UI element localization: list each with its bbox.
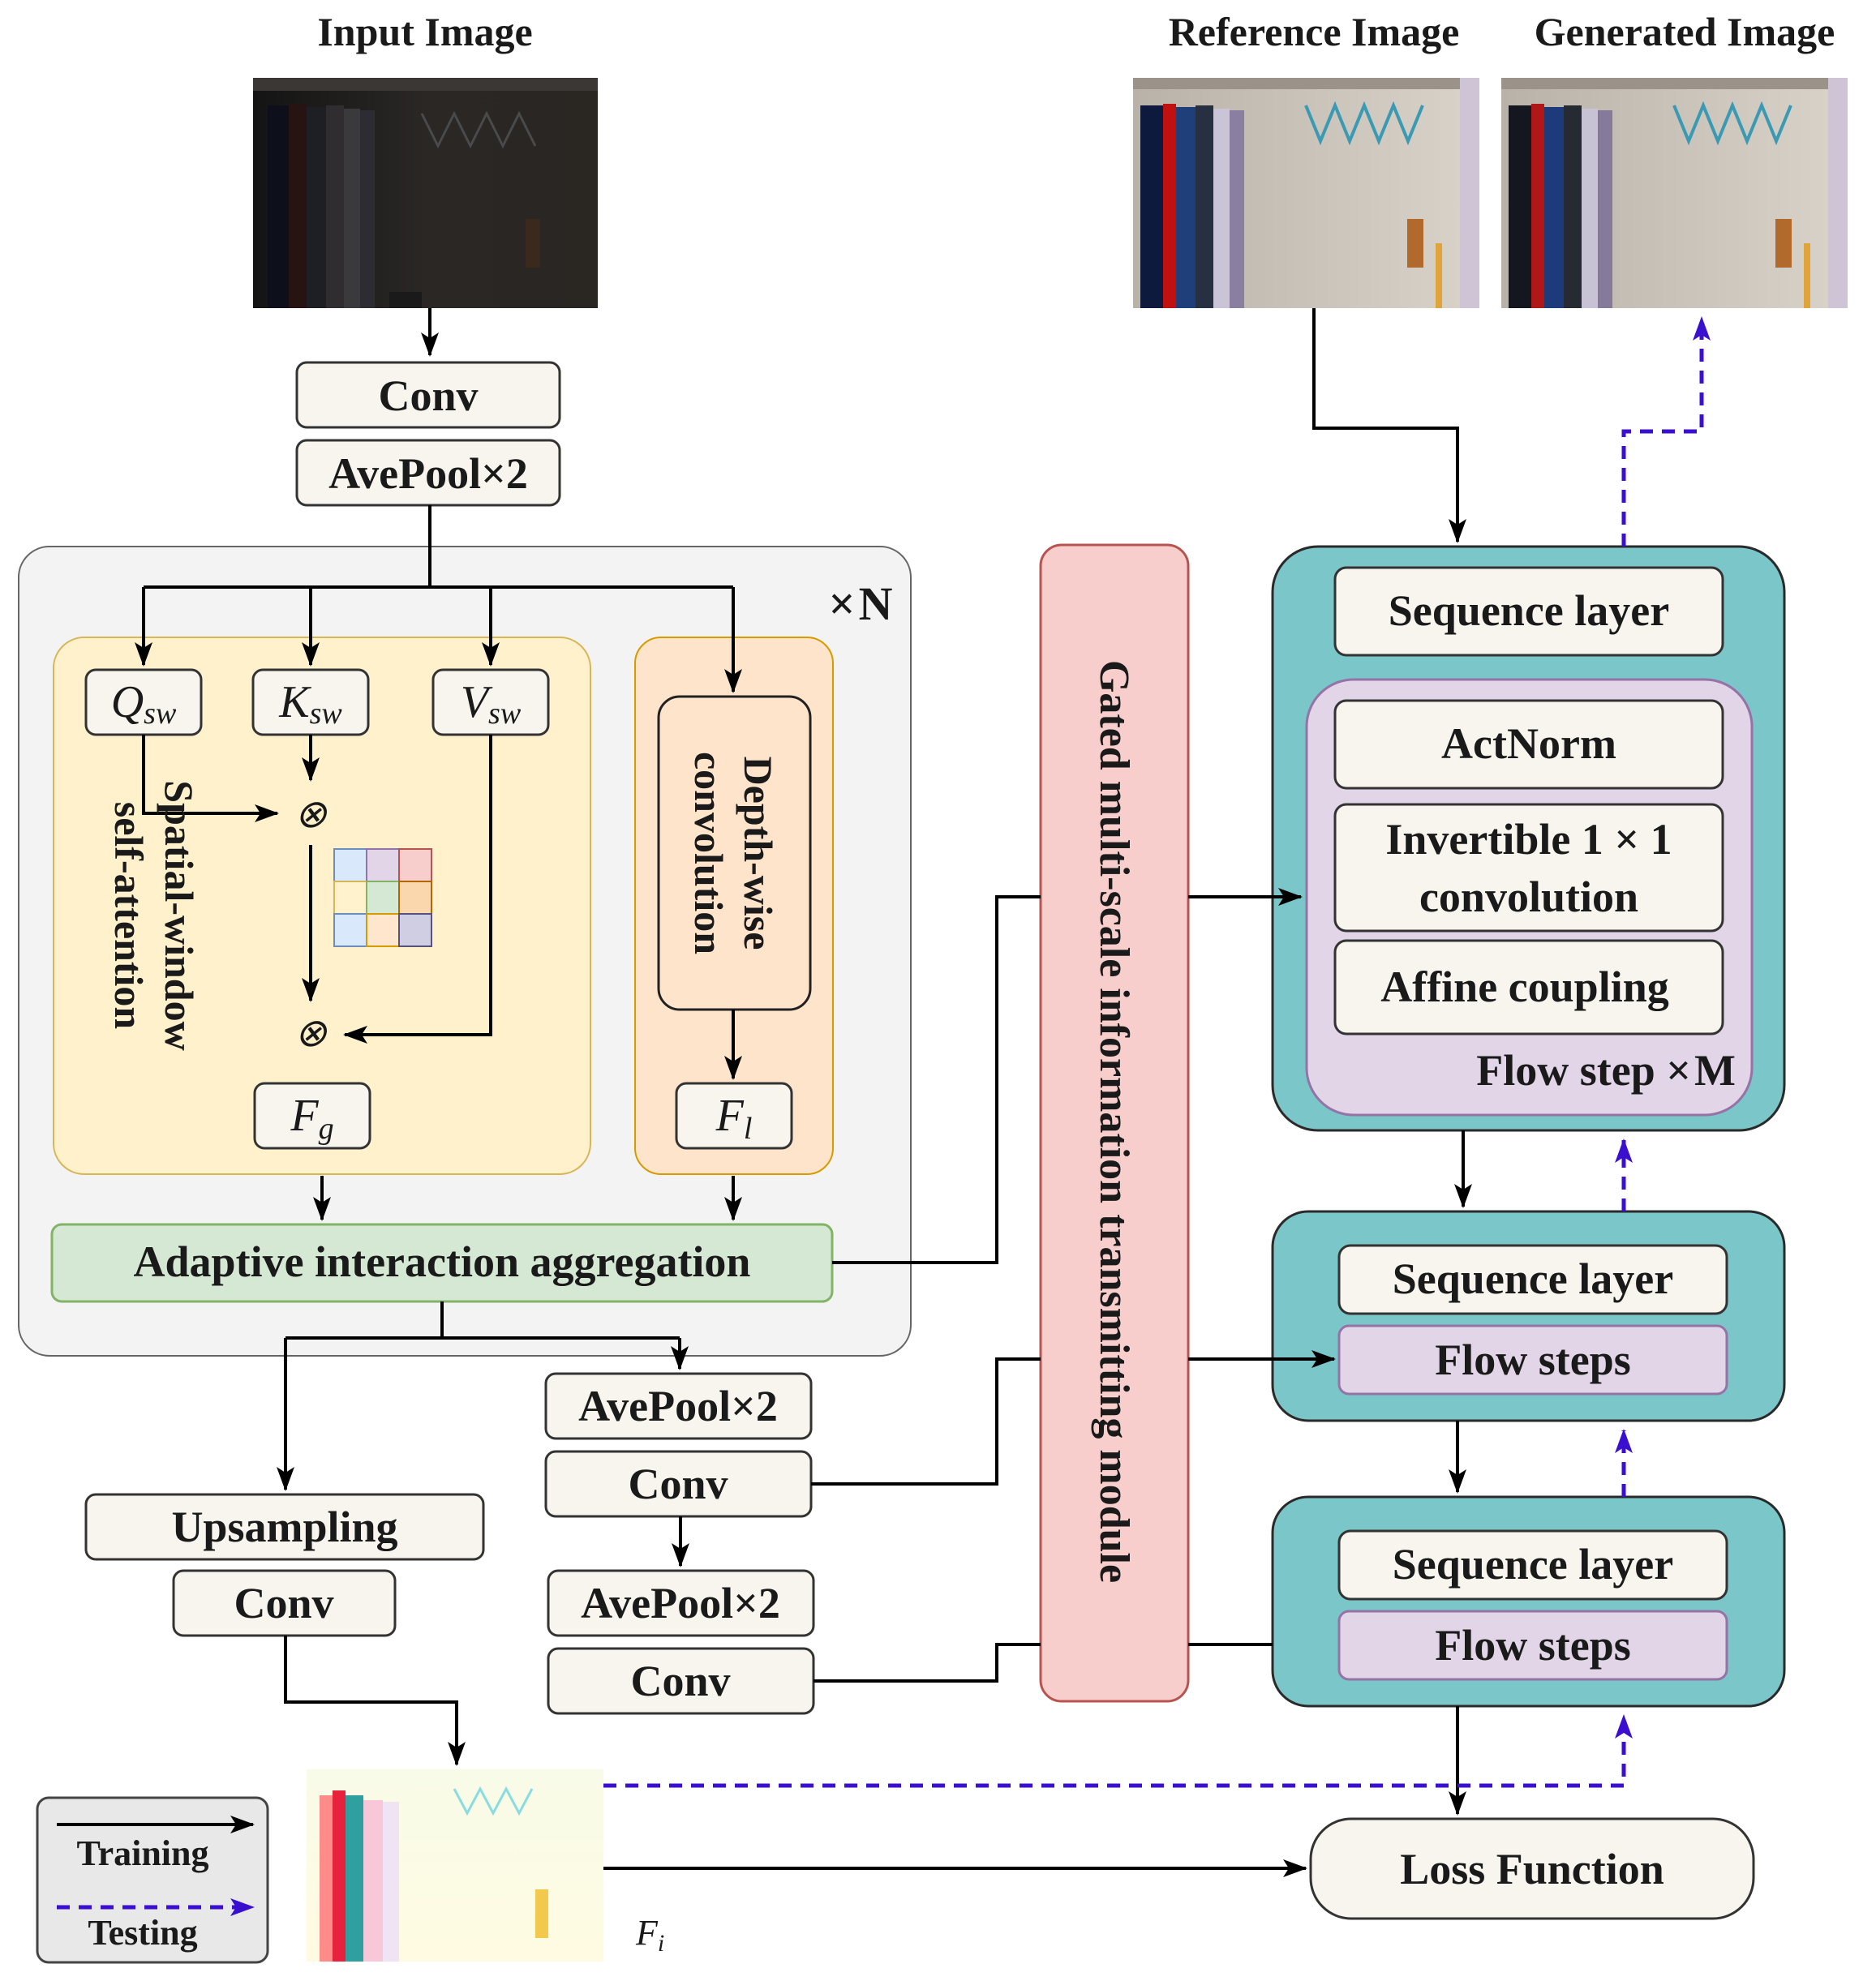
conv-label-bottom: Conv [234, 1579, 333, 1627]
arrow-to-upsampling [285, 1336, 680, 1490]
times-n-label: ×N [829, 577, 893, 630]
q-label: Qsw [111, 677, 177, 731]
spatial-window-attention-panel [53, 637, 591, 1175]
fi-image [307, 1769, 603, 1962]
line-adaptive-to-gated [832, 895, 1041, 1264]
avepool-box-mid-2 [547, 1569, 815, 1637]
v-label: Vsw [461, 677, 522, 731]
fl-label: Fl [715, 1091, 753, 1146]
arrow-conv-bottom-to-fi [284, 1636, 466, 1766]
invertible-conv-label-2: convolution [1419, 873, 1638, 921]
fg-label: Fg [290, 1091, 333, 1146]
loss-function-label: Loss Function [1400, 1845, 1664, 1893]
test-arrow-fi-to-flow3 [603, 1714, 1633, 1788]
input-image-title: Input Image [317, 9, 532, 54]
actnorm-label: ActNorm [1441, 719, 1616, 768]
actnorm-box [1333, 699, 1724, 790]
multiply-symbol-1: ⊗ [294, 793, 328, 836]
k-label: Ksw [278, 677, 342, 731]
affine-coupling-box [1333, 939, 1724, 1036]
line-conv-mid2-to-gated [814, 1643, 1041, 1683]
generated-image [1501, 78, 1848, 308]
loss-function-box [1309, 1817, 1755, 1920]
flow-steps-label-2: Flow steps [1435, 1621, 1631, 1670]
legend-testing-label: Testing [88, 1913, 197, 1953]
multiply-symbol-2: ⊗ [294, 1012, 328, 1055]
fi-label: Fi [635, 1913, 664, 1957]
conv-label-mid-1: Conv [628, 1460, 728, 1508]
conv-label-top: Conv [378, 371, 478, 420]
legend-training-label: Training [76, 1833, 208, 1873]
depthwise-conv-box [657, 695, 812, 1011]
upsampling-label: Upsampling [171, 1503, 397, 1551]
invertible-conv-box [1333, 803, 1724, 933]
avepool-box-mid-1 [544, 1372, 813, 1440]
flow-steps-label-1: Flow steps [1435, 1336, 1631, 1384]
fg-box [253, 1082, 371, 1150]
attention-map-grid [333, 848, 432, 947]
reference-image-title: Reference Image [1169, 9, 1460, 54]
flow-steps-box-1 [1337, 1324, 1728, 1396]
spatial-attention-label-2: self-attention [106, 802, 152, 1030]
sequence-layer-box-3 [1337, 1529, 1728, 1601]
reference-image [1133, 78, 1479, 308]
depthwise-label-1: Depth-wise [736, 757, 781, 950]
line-conv-mid1-to-gated [811, 1357, 1041, 1486]
fl-box [675, 1082, 793, 1150]
gated-module[interactable] [1039, 543, 1190, 1703]
invertible-conv-label-1: Invertible 1 × 1 [1385, 815, 1672, 864]
sequence-layer-label-2: Sequence layer [1393, 1254, 1673, 1303]
conv-box-top [295, 361, 561, 429]
adaptive-aggregation-label: Adaptive interaction aggregation [134, 1237, 751, 1286]
arrow-q-to-mult1 [142, 735, 279, 822]
arrow-v-to-mult2 [343, 735, 492, 1044]
test-arrow-flow1-to-generated [1621, 316, 1711, 547]
arrow-reference-to-flow1 [1312, 308, 1466, 543]
avepool-label-top: AvePool×2 [328, 449, 528, 498]
flow-step-m-label: Flow step ×M [1476, 1046, 1736, 1095]
affine-coupling-label: Affine coupling [1380, 963, 1669, 1011]
avepool-label-mid-1: AvePool×2 [578, 1382, 778, 1430]
depthwise-label-2: convolution [686, 752, 732, 954]
conv-label-mid-2: Conv [630, 1657, 730, 1705]
sequence-layer-label-3: Sequence layer [1393, 1540, 1673, 1589]
sequence-layer-box-1 [1333, 566, 1724, 657]
generated-image-title: Generated Image [1535, 9, 1835, 54]
gated-module-label[interactable]: Gated multi-scale information transmitti… [1091, 660, 1137, 1583]
legend-box [36, 1796, 269, 1964]
flow-steps-box-2 [1337, 1610, 1728, 1681]
spatial-attention-label-1: Spatial-window [157, 780, 202, 1050]
input-image [253, 78, 598, 308]
sequence-layer-label-1: Sequence layer [1389, 586, 1669, 635]
avepool-label-mid-2: AvePool×2 [581, 1579, 780, 1627]
sequence-layer-box-2 [1337, 1244, 1728, 1315]
